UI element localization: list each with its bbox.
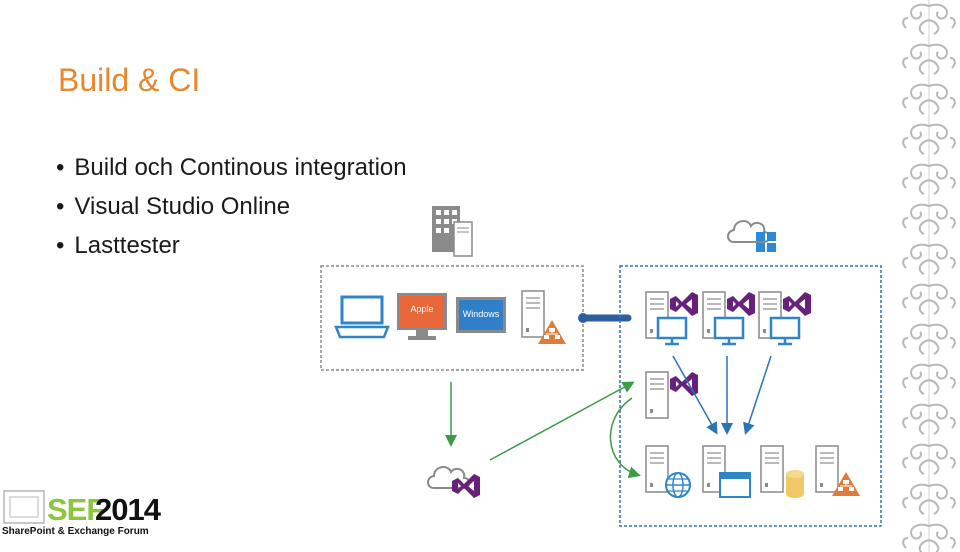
cloud-box bbox=[619, 265, 882, 527]
load-test-server-icon bbox=[815, 445, 861, 497]
bullet-item: Build och Continous integration bbox=[56, 148, 406, 187]
visual-studio-online-icon bbox=[427, 466, 480, 498]
azure-cloud-icon bbox=[727, 220, 776, 252]
agent1-to-appserver-arrow bbox=[672, 355, 718, 435]
build-controller-icon bbox=[645, 371, 698, 419]
app-server-icon bbox=[702, 445, 751, 498]
decorative-ornament-border bbox=[902, 0, 956, 552]
logo-year-text: 2014 bbox=[95, 492, 161, 527]
agent3-to-appserver-arrow bbox=[743, 355, 772, 435]
build-agent-2 bbox=[702, 291, 755, 346]
logo-sef-text: SEF bbox=[47, 492, 105, 527]
windows-label: Windows bbox=[463, 309, 500, 319]
slide-title: Build & CI bbox=[58, 62, 201, 98]
build-agent-3 bbox=[758, 291, 811, 346]
controller-to-webserver-arrow bbox=[609, 397, 641, 479]
apple-monitor-icon bbox=[397, 293, 447, 340]
onprem-build-server-icon bbox=[521, 290, 567, 345]
office-building-icon bbox=[432, 206, 473, 257]
web-server-icon bbox=[645, 445, 691, 498]
build-agent-1 bbox=[645, 291, 698, 346]
logo-subtitle: SharePoint & Exchange Forum bbox=[2, 526, 149, 537]
bullet-item: Lasttester bbox=[56, 226, 407, 265]
windows-monitor-icon bbox=[456, 297, 506, 333]
on-premises-box bbox=[320, 265, 584, 371]
bullet-item: Visual Studio Online bbox=[56, 187, 407, 226]
sef-logo-icon bbox=[3, 490, 45, 524]
apple-label: Apple bbox=[410, 304, 433, 314]
vso-to-controller-arrow bbox=[489, 381, 635, 461]
bullet-list: Build och Continous integration Visual S… bbox=[56, 148, 407, 265]
database-server-icon bbox=[760, 445, 804, 498]
laptop-icon bbox=[334, 295, 390, 339]
